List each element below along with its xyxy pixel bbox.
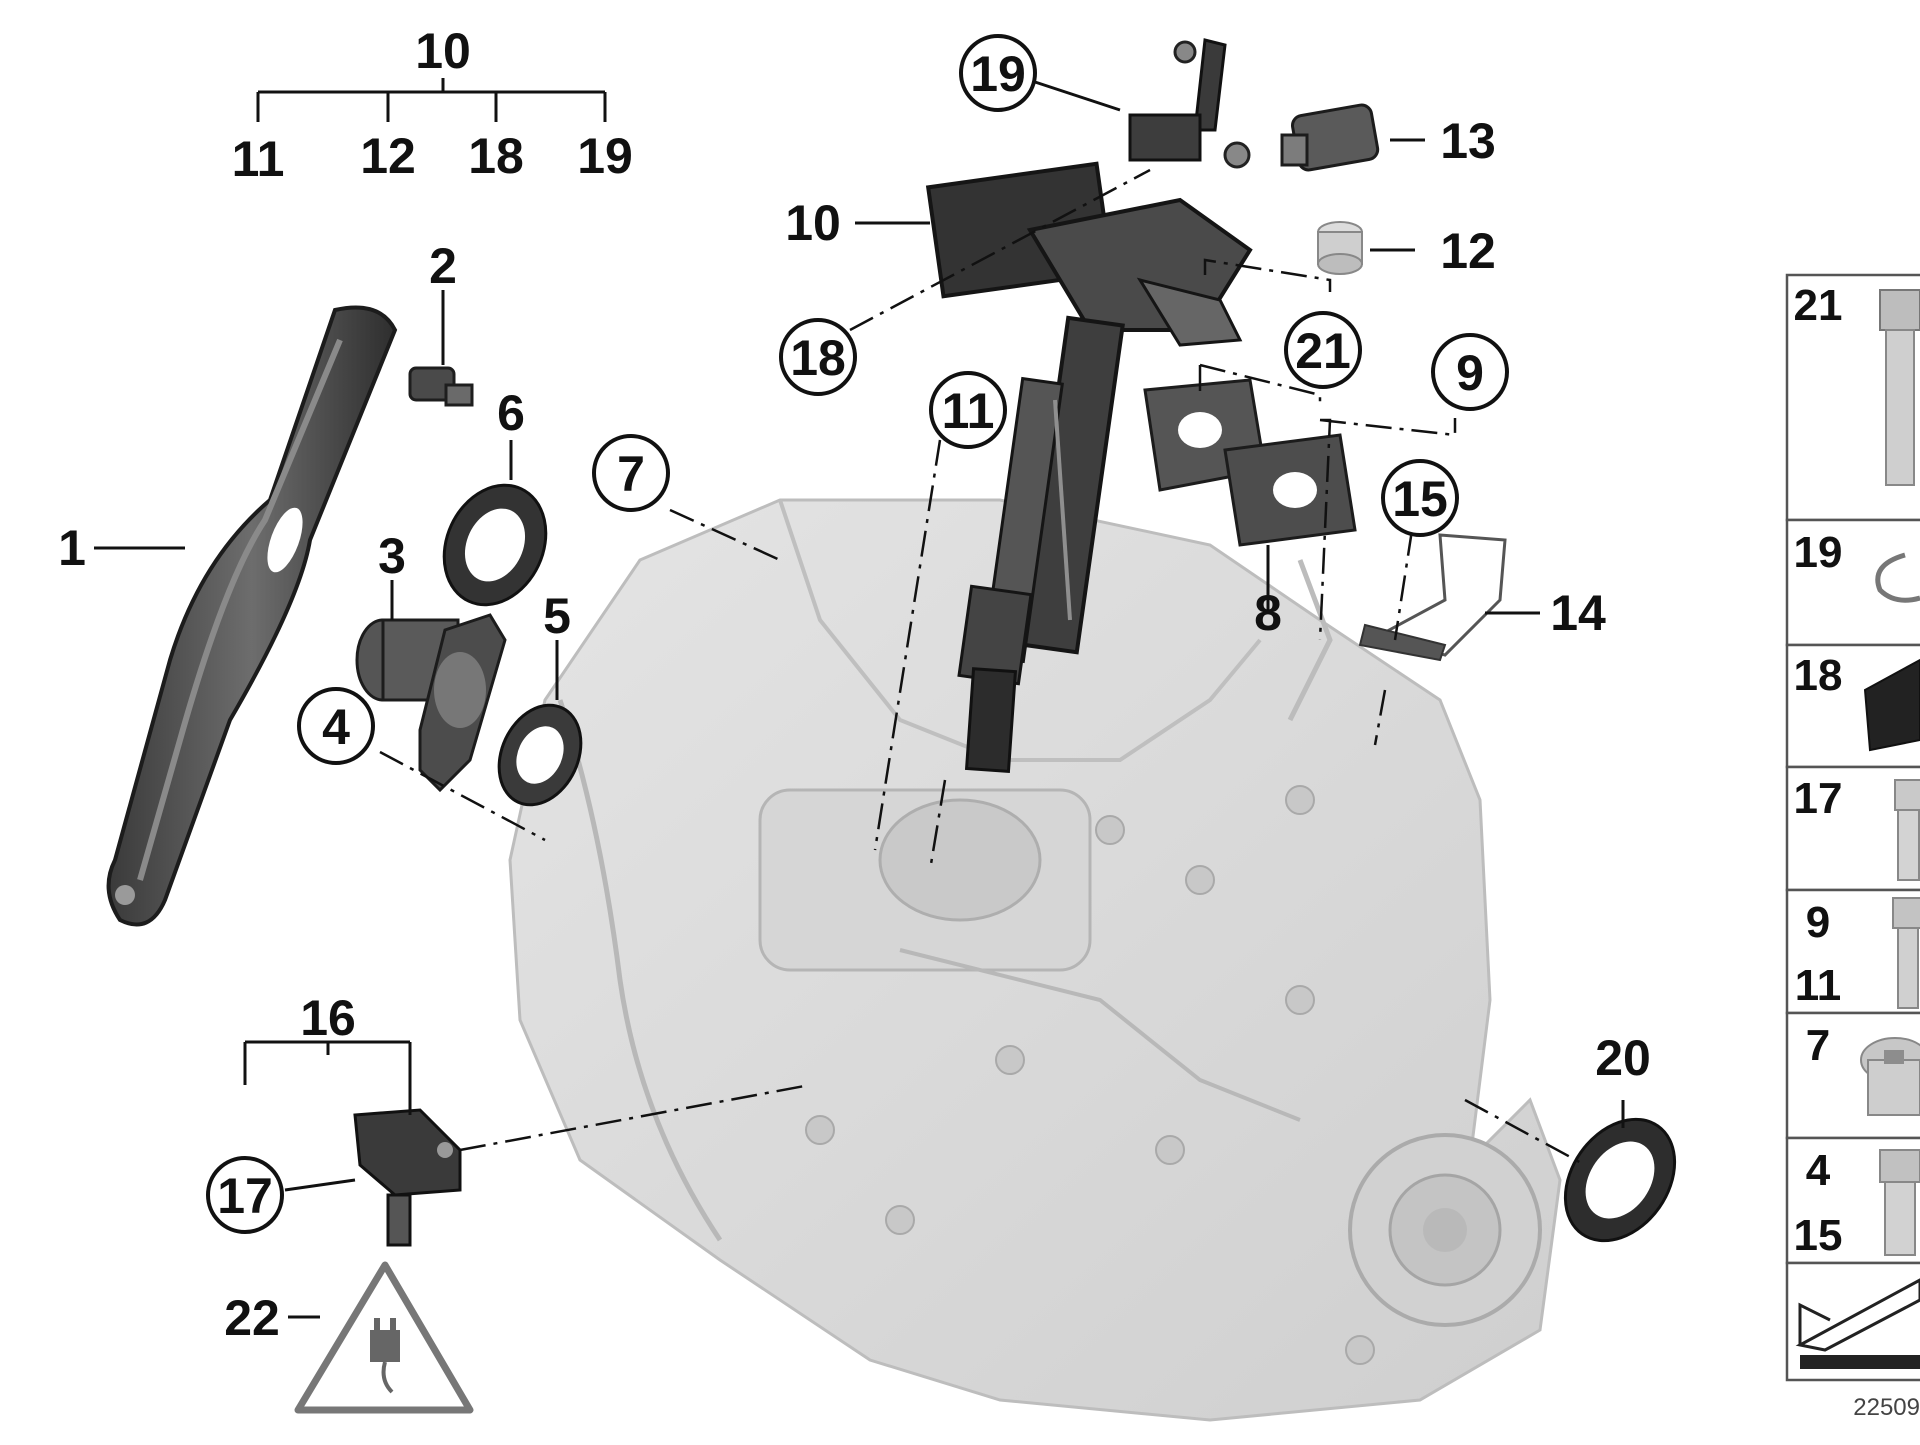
circled-label: 9 [1456, 345, 1484, 401]
table-label: 7 [1806, 1021, 1830, 1070]
assembly-header: 10 11 12 18 19 [232, 23, 633, 187]
header-bracket [256, 78, 607, 122]
plug-warning-triangle [294, 1261, 474, 1414]
callout-label: 14 [1550, 585, 1606, 641]
circled-label: 15 [1392, 471, 1448, 527]
clip-19-icon [1875, 552, 1920, 603]
circled-label: 18 [790, 330, 846, 386]
table-label: 11 [1795, 961, 1842, 1010]
header-child-label: 12 [360, 128, 416, 184]
output-seal-20 [1563, 1117, 1677, 1243]
callout-label: 12 [1440, 223, 1496, 279]
header-child-label: 11 [232, 131, 285, 187]
callout-label: 3 [378, 528, 406, 584]
transmission-housing [508, 498, 1562, 1422]
table-label: 18 [1794, 651, 1843, 700]
table-label: 21 [1794, 281, 1843, 330]
circled-label: 11 [942, 383, 995, 439]
header-parent-label: 10 [415, 23, 471, 79]
callout-label: 20 [1595, 1030, 1651, 1086]
pivot-bolt [408, 366, 474, 407]
callout-label: 1 [58, 520, 86, 576]
table-label: 19 [1794, 528, 1843, 577]
plug-7-icon [1860, 1037, 1920, 1116]
leader-lines [94, 80, 1625, 1319]
screw-17-icon [1894, 779, 1920, 881]
circled-callouts: 7 4 19 18 11 21 9 15 17 [206, 34, 1509, 1234]
clutch-release-lever [106, 305, 398, 927]
table-label: 4 [1806, 1146, 1831, 1195]
sensor-16 [353, 1108, 462, 1247]
bolt-21-icon [1879, 289, 1920, 486]
header-child-label: 18 [468, 128, 524, 184]
callout-label: 13 [1440, 113, 1496, 169]
arrow-symbol-icon [1795, 1278, 1920, 1369]
drawing-number: 22509 [1853, 1394, 1920, 1421]
callout-label: 5 [543, 588, 571, 644]
table-label: 17 [1794, 774, 1843, 823]
circled-label: 19 [970, 46, 1026, 102]
gearshift-mechanism [925, 38, 1253, 774]
circled-label: 4 [322, 699, 350, 755]
radial-seal-5 [497, 703, 583, 807]
callout-label: 8 [1254, 585, 1282, 641]
table-label: 9 [1806, 898, 1830, 947]
bracket-8 [1143, 378, 1357, 547]
cap-12 [1317, 221, 1363, 275]
radial-seal-6 [442, 483, 548, 607]
guide-sleeve [355, 613, 507, 793]
callout-labels: 1 2 3 5 6 8 10 12 13 14 16 20 22 [58, 113, 1651, 1346]
callout-label: 10 [785, 195, 841, 251]
circled-label: 21 [1295, 323, 1351, 379]
bracket-14 [1358, 533, 1507, 662]
callout-label: 22 [224, 1290, 280, 1346]
circled-label: 7 [617, 446, 645, 502]
header-child-label: 19 [577, 128, 633, 184]
table-label: 15 [1794, 1211, 1843, 1260]
switch-13 [1280, 103, 1380, 172]
reference-lines [379, 168, 1586, 1167]
callout-label: 2 [429, 238, 457, 294]
circled-label: 17 [217, 1168, 273, 1224]
bolt-4-icon [1879, 1149, 1920, 1256]
fastener-table: 21 19 18 17 9 11 7 4 15 [1785, 273, 1920, 1382]
callout-label: 16 [300, 990, 356, 1046]
callout-label: 6 [497, 385, 525, 441]
part-18-icon [1863, 658, 1920, 752]
bolt-9-icon [1892, 897, 1920, 1009]
